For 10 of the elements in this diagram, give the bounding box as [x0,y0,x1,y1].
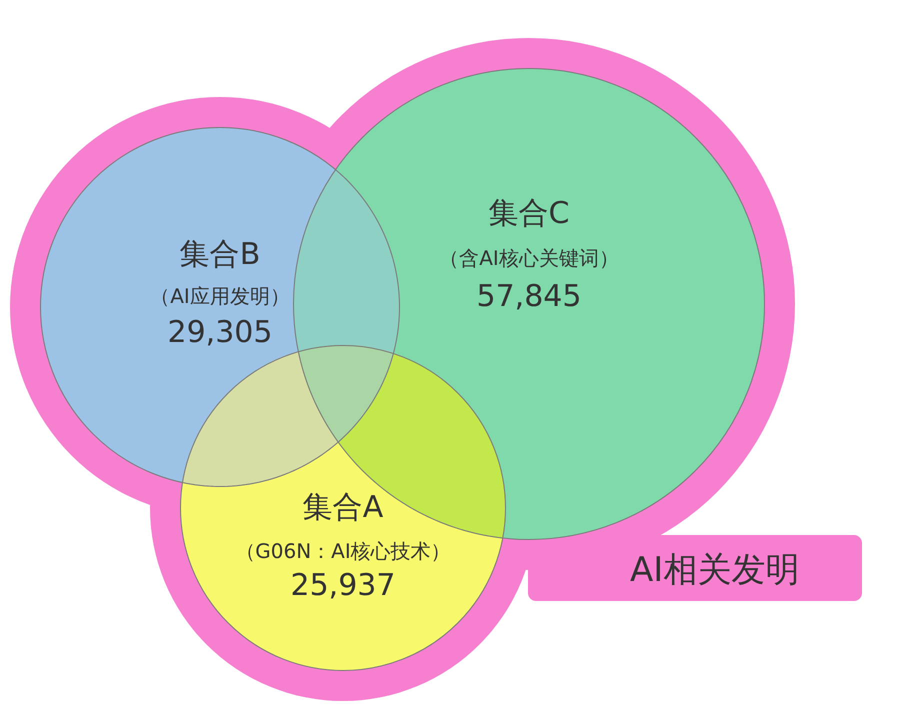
set-title: 集合B [180,237,260,273]
count-value: 57,845 [476,279,582,315]
set-description: （含AI核心关键词） [439,246,619,270]
set-title: 集合A [302,490,384,526]
region-label: AI相关发明 [630,549,800,592]
set-description: （AI应用发明） [150,284,290,308]
set-description: （G06N：AI核心技术） [235,539,451,563]
set-title: 集合C [488,196,570,232]
count-value: 29,305 [168,315,272,351]
count-value: 25,937 [290,568,396,604]
